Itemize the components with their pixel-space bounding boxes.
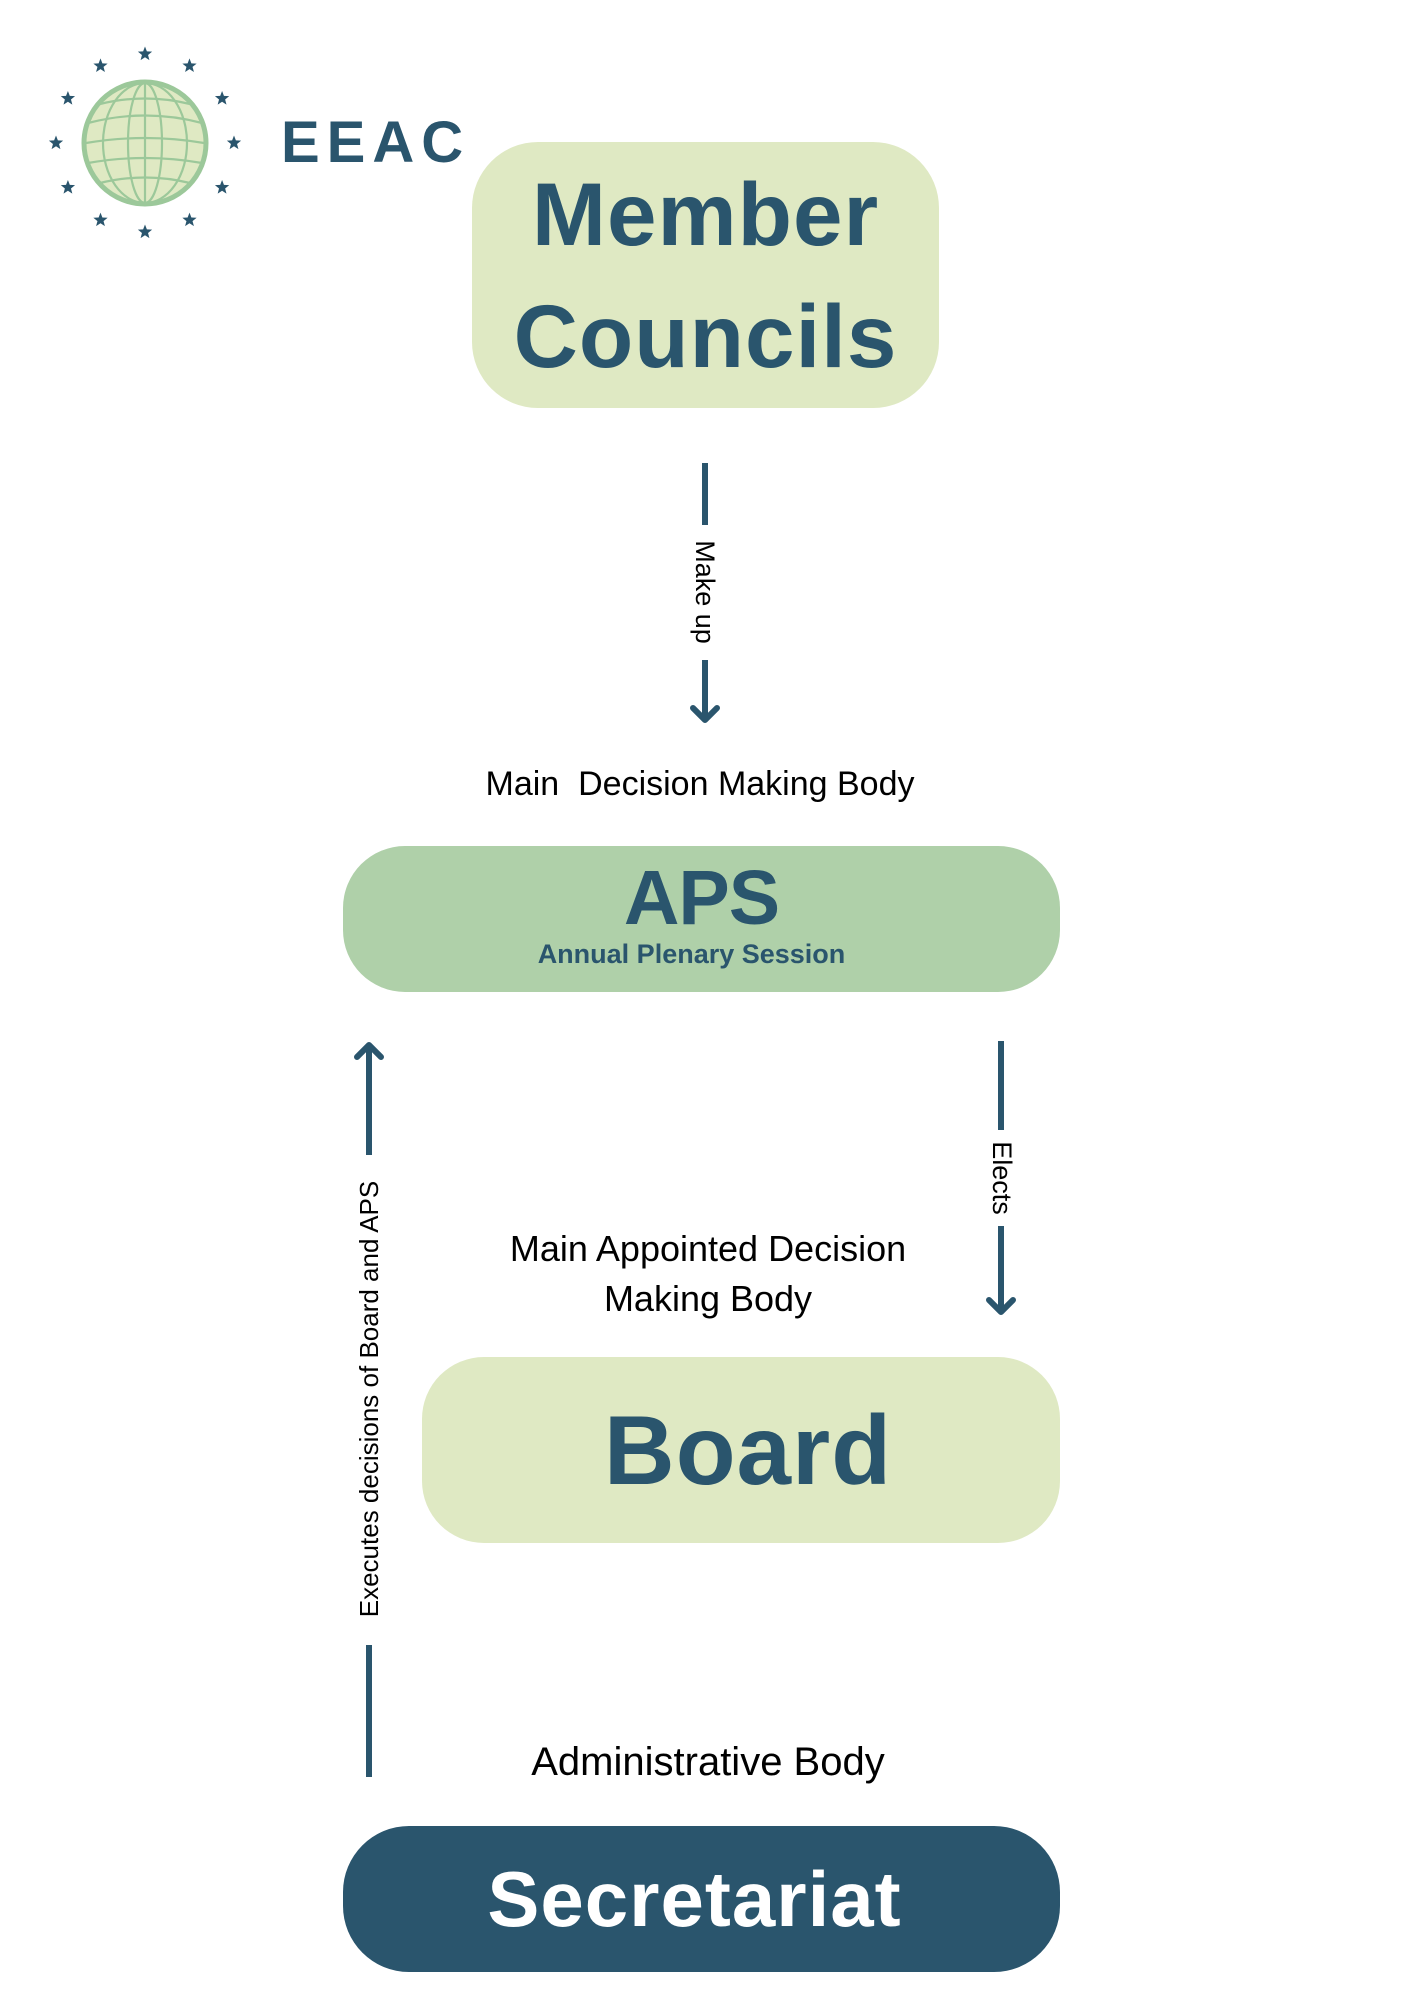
star-icon (137, 46, 153, 61)
makeup-arrowhead-icon (690, 705, 720, 723)
board-title: Board (603, 1395, 893, 1505)
star-icon (182, 58, 197, 72)
aps-caption: Main Decision Making Body (485, 765, 915, 803)
aps-title: APS (623, 855, 780, 941)
brand-name: EEAC (281, 110, 471, 175)
star-icon (226, 135, 242, 150)
executes-edge-label: Executes decisions of Board and APS (354, 1180, 384, 1618)
star-icon (48, 135, 64, 150)
member-councils-line2: Councils (513, 286, 898, 386)
secretariat-title: Secretariat (487, 1855, 902, 1943)
star-icon (214, 91, 230, 105)
secretariat-caption: Administrative Body (531, 1740, 885, 1784)
stars-ring-icon (48, 46, 242, 239)
star-icon (93, 58, 108, 72)
star-icon (60, 180, 76, 194)
board-node: Board (422, 1357, 1060, 1543)
eeac-logo-icon (48, 46, 242, 239)
star-icon (182, 212, 197, 227)
star-icon (214, 180, 230, 194)
board-caption-line1: Main Appointed Decision (509, 1228, 907, 1269)
globe-icon (81, 79, 209, 207)
executes-arrowhead-icon (354, 1042, 384, 1060)
aps-node: APS Annual Plenary Session (343, 846, 1060, 992)
star-icon (137, 224, 153, 239)
makeup-edge-label: Make up (690, 540, 720, 644)
member-councils-line1: Member (531, 164, 880, 264)
member-councils-node: Member Councils (472, 142, 939, 408)
board-caption-line2: Making Body (603, 1278, 813, 1319)
star-icon (93, 212, 108, 227)
elects-edge-label: Elects (987, 1141, 1017, 1215)
secretariat-node: Secretariat (343, 1826, 1060, 1972)
aps-subtitle: Annual Plenary Session (537, 939, 846, 969)
star-icon (60, 91, 76, 105)
